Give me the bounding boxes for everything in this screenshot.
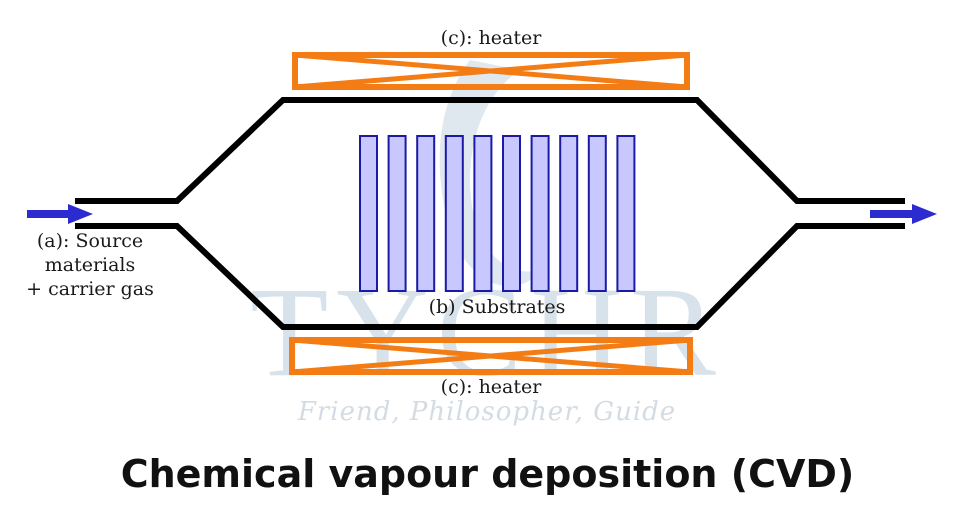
substrate-5 [473, 135, 493, 292]
heater-bottom [289, 337, 693, 375]
page-title: Chemical vapour deposition (CVD) [120, 452, 855, 496]
heater-top-label: (c): heater [441, 27, 543, 49]
watermark-logo-icon [439, 60, 540, 287]
substrate-6 [502, 135, 521, 292]
chamber-wall-top [75, 97, 905, 204]
inlet-arrow-icon [27, 204, 93, 224]
inlet-label-line-3: + carrier gas [26, 278, 154, 300]
substrate-7 [530, 135, 550, 292]
chamber-wall-bottom [75, 223, 905, 330]
substrate-10 [616, 135, 636, 292]
inlet-label-line-2: materials [45, 254, 136, 276]
watermark-tagline: Friend, Philosopher, Guide [297, 397, 676, 427]
outlet-arrow-icon [870, 204, 937, 224]
heater-bottom-label: (c): heater [441, 376, 543, 398]
substrates-group [359, 135, 636, 292]
substrate-1 [359, 135, 378, 292]
inlet-label-line-1: (a): Source [37, 230, 143, 252]
substrate-2 [387, 135, 407, 292]
substrate-9 [587, 135, 607, 292]
heater-top [292, 52, 690, 90]
substrate-3 [416, 135, 436, 292]
substrates-label: (b) Substrates [429, 296, 566, 318]
substrate-8 [559, 135, 579, 292]
substrate-4 [444, 135, 464, 292]
